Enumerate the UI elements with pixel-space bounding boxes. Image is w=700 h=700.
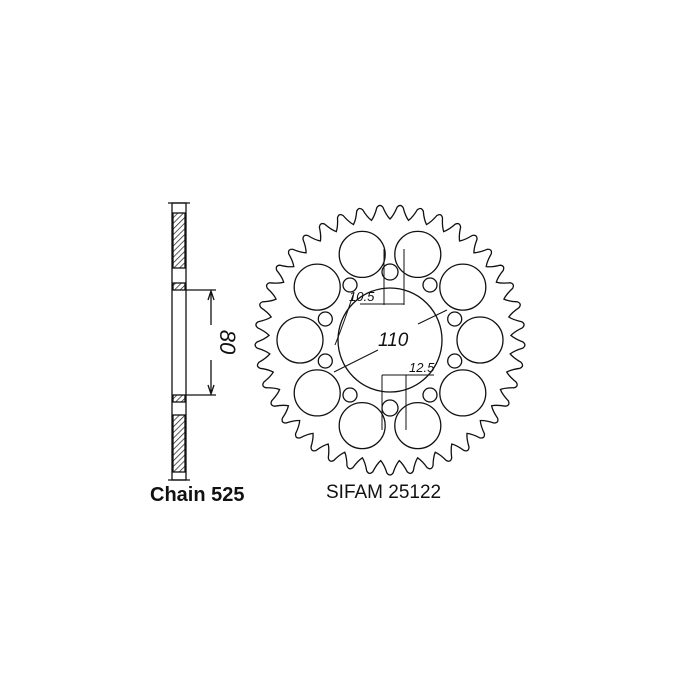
bolt-hole	[381, 399, 399, 417]
bolt-hole	[447, 311, 463, 327]
bolt-hole	[317, 311, 333, 327]
lightening-hole	[394, 401, 442, 450]
lightening-hole	[276, 316, 324, 364]
bolt-hole	[422, 277, 438, 293]
bolt-hole	[422, 387, 438, 403]
lightening-hole	[456, 316, 504, 364]
lightening-hole	[439, 263, 487, 311]
lightening-hole	[338, 401, 386, 450]
lightening-hole	[439, 369, 487, 417]
hole-a-dimension: 10.5	[349, 289, 375, 304]
lightening-hole	[394, 230, 442, 279]
dimension-lines	[333, 249, 448, 430]
hub-height-dimension: 80	[215, 330, 240, 355]
side-view	[168, 202, 216, 481]
part-number-label: SIFAM 25122	[326, 482, 442, 503]
bolt-hole	[381, 263, 399, 281]
lightening-hole	[293, 263, 341, 311]
lightening-hole	[338, 230, 386, 279]
bolt-hole	[447, 353, 463, 369]
center-bore	[337, 287, 443, 393]
lightening-hole	[293, 369, 341, 417]
bolt-hole	[342, 387, 358, 403]
chain-label: Chain 525	[150, 484, 245, 506]
bolt-hole	[317, 353, 333, 369]
bolt-hole	[342, 277, 358, 293]
bolt-circle-dimension: 110	[378, 330, 409, 351]
sprocket-teeth-outline	[254, 204, 526, 476]
hole-b-dimension: 12.5	[409, 360, 435, 375]
sprocket-front-view	[254, 204, 526, 476]
